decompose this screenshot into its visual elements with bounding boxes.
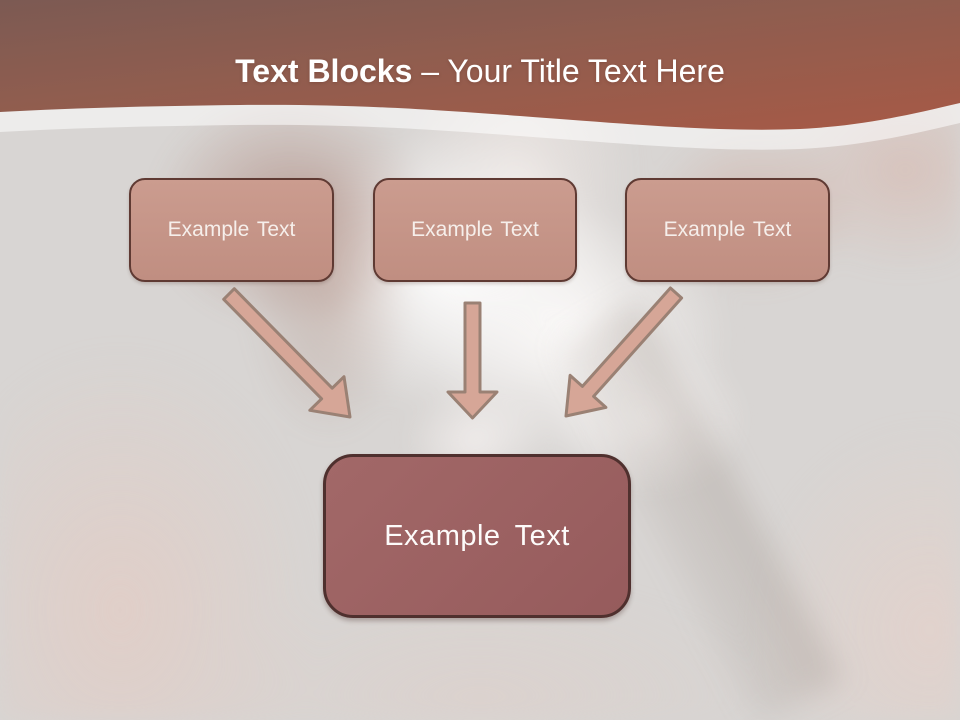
slide-title-bold: Text Blocks	[235, 53, 413, 89]
text-block-center[interactable]: Example Text	[323, 454, 631, 618]
text-block-3[interactable]: Example Text	[625, 178, 830, 282]
arrow-down-icon	[446, 301, 499, 420]
arrow-down-right-icon	[222, 287, 352, 419]
text-block-1[interactable]: Example Text	[129, 178, 334, 282]
arrow-down-left-icon	[564, 286, 684, 418]
text-block-center-label: Example Text	[384, 519, 570, 552]
header-wave-band	[0, 0, 960, 150]
text-block-3-label: Example Text	[663, 218, 792, 241]
text-block-1-label: Example Text	[167, 218, 296, 241]
text-block-2-label: Example Text	[411, 218, 539, 241]
slide-title[interactable]: Text Blocks – Your Title Text Here	[0, 53, 960, 89]
text-block-2[interactable]: Example Text	[373, 178, 577, 282]
slide-title-regular: – Your Title Text Here	[421, 53, 725, 89]
wave-band-shape	[0, 0, 960, 130]
